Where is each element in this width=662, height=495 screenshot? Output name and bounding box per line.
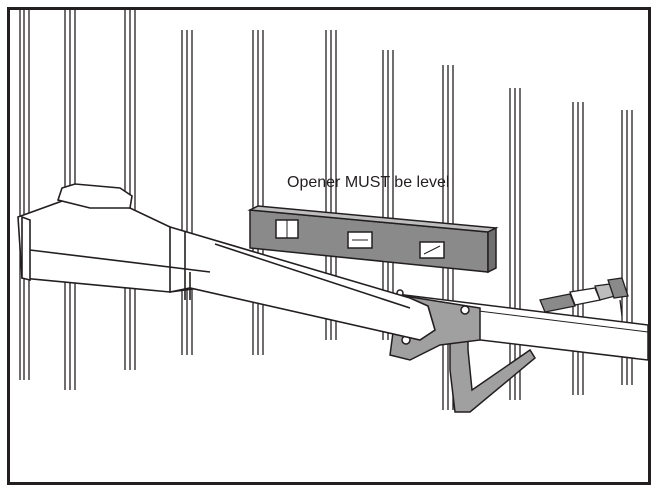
diagram-frame: [7, 7, 651, 485]
picket-1: [19, 10, 30, 380]
hinge-hardware: [539, 277, 629, 317]
picket-5: [252, 30, 264, 355]
spirit-level: [247, 205, 499, 274]
picket-9: [509, 88, 521, 400]
picket-4: [181, 30, 193, 355]
installation-drawing: [17, 10, 648, 413]
gate-opener: [17, 183, 436, 341]
level-callout-label: Opener MUST be level: [287, 174, 450, 191]
picket-3: [124, 10, 136, 370]
